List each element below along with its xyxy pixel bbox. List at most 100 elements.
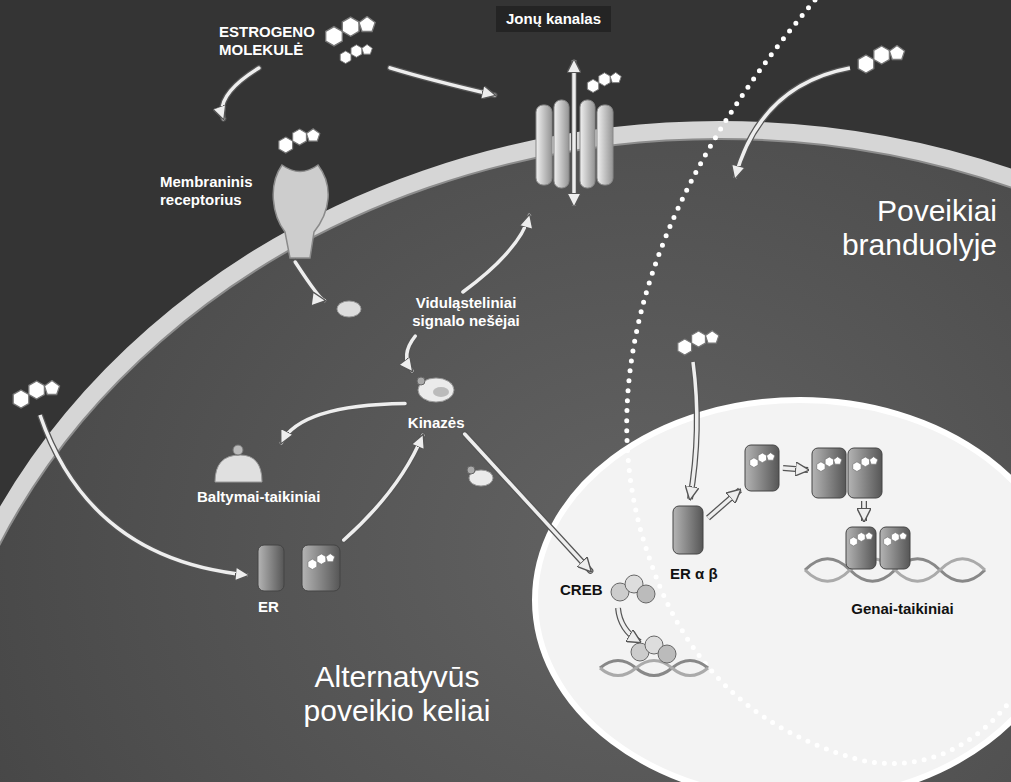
node-label: Genai-taikiniai [851,600,954,618]
signal-arrow [222,68,259,119]
arrow-shaft [295,262,324,301]
arrow-outline [222,68,259,119]
free-estrogen-part [678,331,719,355]
arrow-shaft [465,434,591,571]
nuclear-receptor-symbol-part [817,457,842,472]
cell-membrane-part [0,139,1011,782]
kinase-symbol-part [417,377,425,385]
creb-arrow-part [618,608,640,642]
region-label: Alternatyvūs poveikio keliai [262,660,532,728]
signal-arrow [390,68,495,95]
dimerisation-arrow-part [783,468,808,470]
node-label: ESTROGENO MOLEKULĖ [219,23,315,59]
creb-symbol-part [637,585,655,603]
estrogen-receptor: ER [252,540,348,618]
signal-arrow [281,404,405,443]
target-protein: Baltymai-taikiniai [195,444,335,508]
arrow-shaft [463,215,530,292]
nuclear-receptor: ER α β [668,503,730,585]
er-receptor-symbol [258,545,340,591]
kinase-symbol-part [418,378,454,402]
signal-arrow [463,215,530,292]
dimerisation-arrow-part [861,501,867,521]
nuclear-receptor-symbol-part [848,448,882,498]
arrow-shaft [344,435,423,540]
node-label: Membraninis receptorius [160,173,253,209]
kinase-symbol-part [433,387,449,397]
dna-symbol-part [846,527,876,569]
dimerisation-arrow-part [708,490,740,518]
ion-channel-symbol-part [572,60,576,206]
ion-channel-symbol-part [571,60,577,206]
arrow-outline [344,435,423,540]
ion-channel-symbol-part [554,100,569,188]
er-receptor-symbol-part [308,554,335,570]
ion-channel: Jonų kanalas [496,6,620,214]
arrow-outline [281,404,405,443]
dna-symbol [805,527,985,581]
estrogen-molecule: ESTROGENO MOLEKULĖ [215,14,390,68]
ion-channel-symbol [536,60,621,206]
arrow-shaft [407,336,416,371]
entry-arrow-part [690,362,697,499]
free-estrogen-part [858,46,904,74]
nuclear-receptor-symbol-part [853,457,878,472]
creb-symbol [611,575,655,603]
dotted-boundary [627,0,1011,764]
receptor-symbol [273,129,328,258]
node-label: Kinazės [408,414,465,432]
entry-arrow-part [735,68,850,178]
signal-arrow [344,435,423,540]
creb-dna-symbol-part [600,661,708,676]
signal-arrow [295,262,324,301]
dimerisation-arrow-part [783,468,808,470]
ion-channel-symbol-part [597,105,613,185]
dimerisation-arrow [708,468,864,521]
region-label: Poveikiai branduolyje [842,194,997,262]
arrow-outline [465,434,591,571]
node-label: ER α β [670,565,718,583]
node-label: Viduląsteliniai signalo nešėjai [396,294,536,330]
kinase-symbol [417,377,454,402]
nuclear-receptor-symbol-part [812,448,846,498]
signal-arrow [465,434,591,571]
membrane-receptor: Membraninis receptorius [158,120,340,262]
region-label-box: Poveikiai branduolyje [842,194,997,262]
creb-dna-symbol-part [600,661,708,676]
arrow-outline [295,262,324,301]
creb-dna-symbol-part [658,645,676,663]
node-label: ER [258,598,279,616]
creb-arrow-part [618,608,640,642]
region-label-box: Alternatyvūs poveikio keliai [262,660,532,728]
entry-arrow-part [735,68,850,178]
cell-membrane [0,130,1011,782]
arrow-shaft [390,68,495,95]
cell-membrane-part [0,130,1011,782]
dimerisation-arrow-part [862,501,866,521]
target-protein-symbol [215,445,262,482]
creb-arrow [618,608,640,642]
er-receptor-symbol-part [258,545,284,591]
ion-channel-symbol-part [536,105,552,185]
ion-channel-symbol-part [580,100,595,188]
estrogen-symbol-part [326,17,375,46]
creb-dna-symbol [600,636,708,676]
dna-symbol-part [884,532,907,546]
node-label: Baltymai-taikiniai [197,488,320,506]
nuclear-receptor-symbol-part [745,445,779,491]
arrow-outline [390,68,495,95]
dimerisation-arrow-part [708,490,740,518]
ion-channel-symbol-part [587,72,621,92]
kinase: Kinazės [405,372,467,434]
active-kinase-symbol-part [467,466,475,474]
estrogen-symbol-part [340,44,372,63]
arrow-outline [407,336,416,371]
receptor-symbol-part [279,129,320,153]
target-genes: Genai-taikiniai [800,522,1005,620]
free-estrogen [13,46,904,409]
messenger-symbol [337,301,361,317]
signal-arrow [407,336,416,371]
